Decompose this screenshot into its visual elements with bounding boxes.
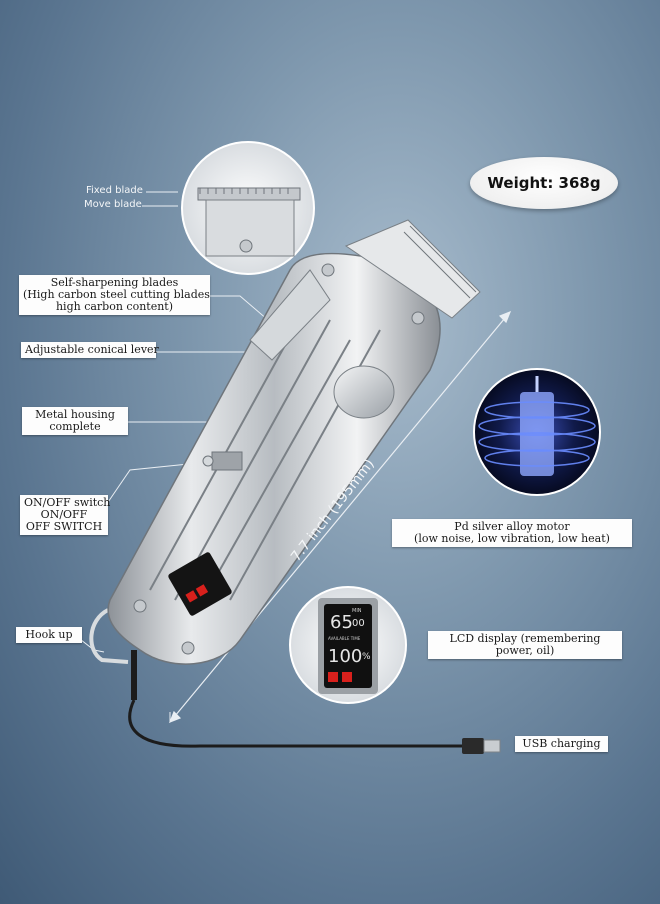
lcd-caption: AVAILABLE TIME bbox=[328, 636, 361, 641]
metal-housing-line-1: Metal housing bbox=[35, 408, 115, 421]
motor-circle bbox=[473, 368, 601, 496]
lcd-top-unit: 00 bbox=[352, 618, 365, 629]
motor-label: Pd silver alloy motor (low noise, low vi… bbox=[392, 519, 632, 547]
motor-line-2: (low noise, low vibration, low heat) bbox=[414, 532, 610, 545]
usb-charging-label: USB charging bbox=[515, 736, 608, 752]
blade-detail-circle bbox=[181, 141, 315, 275]
lcd-line-1: LCD display (remembering bbox=[449, 632, 601, 645]
onoff-line-1: ON/OFF switch bbox=[24, 496, 111, 509]
motor-line-1: Pd silver alloy motor bbox=[454, 520, 570, 533]
usb-cable bbox=[128, 650, 501, 754]
dimension-arrow bbox=[168, 310, 512, 724]
self-sharpening-line-2: (High carbon steel cutting blades bbox=[23, 288, 210, 301]
metal-housing-line-2: complete bbox=[49, 420, 101, 433]
onoff-switch-label: ON/OFF switch ON/OFF OFF SWITCH bbox=[20, 495, 111, 535]
self-sharpening-line-1: Self-sharpening blades bbox=[50, 276, 179, 289]
lcd-top-number: 65 bbox=[330, 612, 353, 633]
lcd-bottom-unit: % bbox=[362, 652, 371, 662]
hook-up-label: Hook up bbox=[16, 627, 82, 643]
fixed-blade-caption: Fixed blade bbox=[86, 185, 143, 196]
conical-lever-label: Adjustable conical lever bbox=[21, 342, 159, 358]
lcd-line-2: power, oil) bbox=[495, 644, 555, 657]
onoff-line-2: ON/OFF bbox=[40, 508, 88, 521]
onoff-line-3: OFF SWITCH bbox=[25, 520, 103, 533]
weight-badge: Weight: 368g bbox=[470, 157, 618, 209]
hair-clipper bbox=[89, 219, 481, 665]
lcd-bottom-number: 100 bbox=[328, 646, 363, 667]
lcd-label: LCD display (remembering power, oil) bbox=[428, 631, 622, 659]
move-blade-caption: Move blade bbox=[84, 199, 142, 210]
metal-housing-label: Metal housing complete bbox=[22, 407, 128, 435]
lcd-top-small: MIN bbox=[352, 608, 362, 614]
self-sharpening-label: Self-sharpening blades (High carbon stee… bbox=[19, 275, 210, 315]
lcd-detail-circle bbox=[289, 586, 407, 704]
self-sharpening-line-3: high carbon content) bbox=[55, 300, 174, 313]
